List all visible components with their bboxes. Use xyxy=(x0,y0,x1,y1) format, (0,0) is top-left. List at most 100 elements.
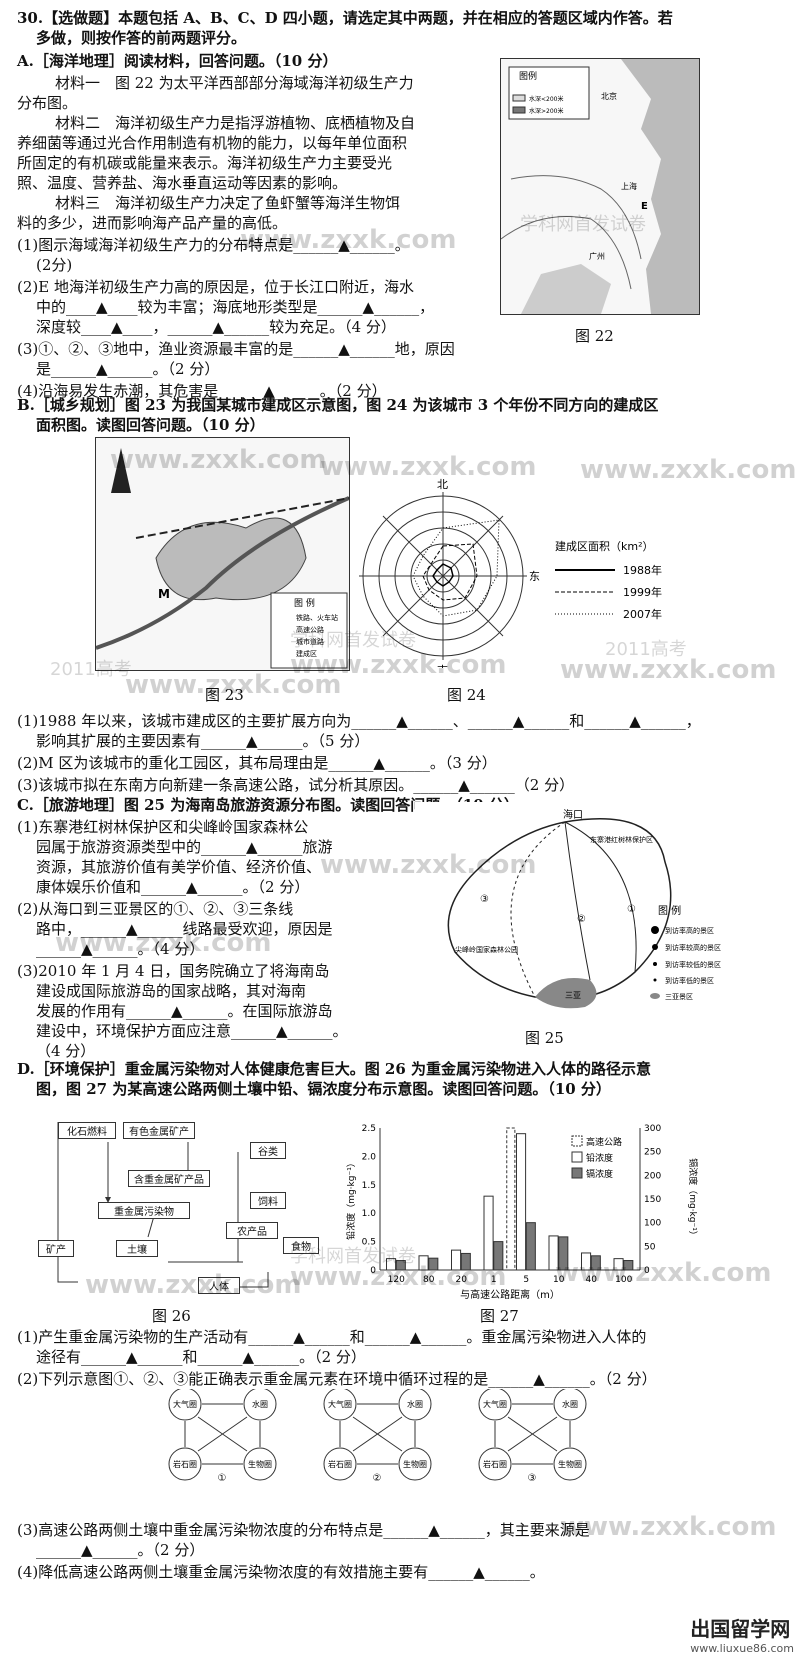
chart27-legend-swatch xyxy=(571,1167,583,1179)
chart27-bar-lead xyxy=(483,1195,494,1271)
cycle-diagram-number: ① xyxy=(218,1473,227,1484)
map23-legend-3: 城市道路 xyxy=(296,637,324,646)
chart27-y2tick-label: 300 xyxy=(644,1124,661,1134)
section-a-line-6: 照、温度、营养盐、海水垂直运动等因素的影响。 xyxy=(17,174,348,192)
section-b-question-line-3: (2)M 区为该城市的重化工园区，其布局理由是______▲______。（3 … xyxy=(17,754,497,772)
chart27-bar-lead xyxy=(548,1235,559,1271)
section-b-question-line-2: 影响其扩展的主要因素有______▲______。（5 分） xyxy=(36,732,370,750)
chart27-bar-lead xyxy=(451,1249,462,1271)
chart27-bar-cadmium xyxy=(623,1260,634,1271)
map22-legend-2: 水深<200米 xyxy=(529,95,563,103)
chart27-ytick-label: 2.5 xyxy=(362,1124,376,1134)
figure-26-flowchart: 化石燃料 有色金属矿产 含重金属矿产品 重金属污染物 土壤 谷类 饲料 农产品 … xyxy=(38,1112,338,1300)
section-d-question-line-6: (4)降低高速公路两侧土壤重金属污染物浓度的有效措施主要有______▲____… xyxy=(17,1563,545,1581)
rose-legend-1999: 1999年 xyxy=(623,585,662,599)
map25-place-3: 三亚 xyxy=(565,991,581,1000)
chart27-ytick-label: 0.5 xyxy=(362,1238,376,1248)
chart27-xtick-label: 1 xyxy=(491,1275,497,1285)
rose-legend-2007: 2007年 xyxy=(623,607,662,621)
section-a-line-16: (4)沿海易发生赤潮，其危害是______▲______。（2 分） xyxy=(17,382,387,400)
map25-place-1: 东寨港红树林保护区 xyxy=(590,835,653,844)
chart27-bar-cadmium xyxy=(460,1252,471,1271)
cycle-node xyxy=(243,1447,277,1481)
chart27-bar-cadmium xyxy=(558,1236,569,1271)
section-d-question-line-2: 途径有______▲______和______▲______。（2 分） xyxy=(36,1348,366,1366)
section-c-line-11: 建设中，环境保护方面应注意______▲______。 xyxy=(36,1022,348,1040)
section-a-line-3: 材料二 海洋初级生产力是指浮游植物、底栖植物及自 xyxy=(55,114,416,132)
section-c-line-2: 园属于旅游资源类型中的______▲______旅游 xyxy=(36,838,333,856)
section-a-line-14: (3)①、②、③地中，渔业资源最丰富的是______▲______地，原因 xyxy=(17,340,455,358)
chart27-xtick-label: 100 xyxy=(615,1275,632,1285)
cycle-node xyxy=(323,1447,357,1481)
chart27-ytick-label: 0 xyxy=(370,1266,376,1276)
figure-23-map: M 图 例 铁路、火车站 高速公路 城市道路 建成区 xyxy=(95,437,350,671)
chart27-y2tick-label: 50 xyxy=(644,1242,656,1252)
chart27-legend-swatch xyxy=(571,1151,583,1163)
cycle-diagram-number: ③ xyxy=(528,1473,537,1484)
cycle-node-label: 水圈 xyxy=(252,1399,268,1409)
rose-east: 东 xyxy=(529,570,540,583)
chart27-ytick-label: 2.0 xyxy=(362,1152,377,1162)
cycle-node-label: 生物圈 xyxy=(403,1459,427,1469)
cycle-node-label: 大气圈 xyxy=(173,1399,197,1409)
map22-legend-title: 图例 xyxy=(519,70,537,82)
cycle-node-label: 生物圈 xyxy=(558,1459,582,1469)
section-a-line-1: 材料一 图 22 为太平洋西部部分海域海洋初级生产力 xyxy=(55,74,414,92)
cycle-node-label: 岩石圈 xyxy=(328,1459,352,1469)
map25-legend-4: 到访率低的景区 xyxy=(665,976,714,985)
chart27-xtick-label: 40 xyxy=(586,1275,598,1285)
chart27-bar-lead xyxy=(613,1258,624,1271)
chart27-bar-cadmium xyxy=(395,1260,406,1271)
figure-25-map: 海口 ① ② ③ 东寨港红树林保护区 尖峰岭国家森林公园 三亚 图 例 到访率高… xyxy=(415,802,745,1017)
cycle-node-label: 大气圈 xyxy=(483,1399,507,1409)
section-d-heading-2: 图，图 27 为某高速公路两侧土壤中铅、镉浓度分布示意图。读图回答问题。（10 … xyxy=(36,1080,611,1098)
cycle-diagram-number: ② xyxy=(373,1473,382,1484)
map25-legend-1: 到访率高的景区 xyxy=(665,926,714,935)
section-a-line-10: (2分) xyxy=(36,256,73,274)
cycle-node xyxy=(168,1447,202,1481)
chart27-y2tick-label: 250 xyxy=(644,1148,661,1158)
section-d-question-line-5: ______▲______。（2 分） xyxy=(36,1541,205,1559)
map23-legend-2: 高速公路 xyxy=(296,625,324,634)
map25-place-2: 尖峰岭国家森林公园 xyxy=(455,945,518,954)
map23-legend-title: 图 例 xyxy=(294,597,315,609)
section-b-heading-2: 面积图。读图回答问题。（10 分） xyxy=(36,416,265,434)
rose-legend-title: 建成区面积（km²） xyxy=(555,539,654,553)
map25-legend-2: 到访率较高的景区 xyxy=(665,943,721,952)
section-a-line-7: 材料三 海洋初级生产力决定了鱼虾蟹等海洋生物饵 xyxy=(55,194,401,212)
cycle-arrow xyxy=(507,1416,558,1452)
section-a-line-12: 中的____▲____较为丰富；海底地形类型是______▲______， xyxy=(36,298,435,316)
rose-legend-1988: 1988年 xyxy=(623,563,662,577)
map25-route-1: ① xyxy=(627,904,636,915)
section-c-line-9: 建设成国际旅游岛的国家战略，其对海南 xyxy=(36,982,307,1000)
flow-agri-product: 农产品 xyxy=(226,1222,278,1239)
section-a-line-15: 是______▲______。（2 分） xyxy=(36,360,220,378)
map22-city-beijing: 北京 xyxy=(601,91,617,101)
section-c-line-10: 发展的作用有______▲______。在国际旅游岛 xyxy=(36,1002,333,1020)
chart27-xtick-label: 80 xyxy=(423,1275,435,1285)
section-c-line-8: (3)2010 年 1 月 4 日，国务院确立了将海南岛 xyxy=(17,962,330,980)
cycle-node-label: 大气圈 xyxy=(328,1399,352,1409)
flow-pollutant: 重金属污染物 xyxy=(98,1202,190,1219)
chart27-xtick-label: 120 xyxy=(388,1275,405,1285)
site-footer: 出国留学网 www.liuxue86.com xyxy=(690,1613,794,1655)
map22-city-shanghai: 上海 xyxy=(621,181,637,191)
chart27-y-label: 铅浓度（mg·kg⁻¹） xyxy=(345,1158,357,1240)
figure-26-caption: 图 26 xyxy=(152,1307,191,1325)
section-a-line-5: 所固定的有机碳或能量来表示。海洋初级生产力主要受光 xyxy=(17,154,393,172)
cycle-node-label: 水圈 xyxy=(407,1399,423,1409)
section-d-question-line-4: (3)高速公路两侧土壤中重金属污染物浓度的分布特点是______▲______，… xyxy=(17,1521,590,1539)
chart27-y2tick-label: 100 xyxy=(644,1219,661,1229)
figure-22-caption: 图 22 xyxy=(575,327,614,345)
chart27-legend-label: 高速公路 xyxy=(586,1136,622,1148)
section-c-line-1: (1)东寨港红树林保护区和尖峰岭国家森林公 xyxy=(17,818,309,836)
map23-legend-4: 建成区 xyxy=(296,649,317,658)
flow-cereal: 谷类 xyxy=(250,1142,286,1159)
chart27-bar-lead xyxy=(516,1133,527,1271)
footer-site-url: www.liuxue86.com xyxy=(690,1642,794,1655)
flow-food: 食物 xyxy=(283,1237,319,1254)
section-a-line-4: 养细菌等通过光合作用制造有机物的能力，以每年单位面积 xyxy=(17,134,408,152)
